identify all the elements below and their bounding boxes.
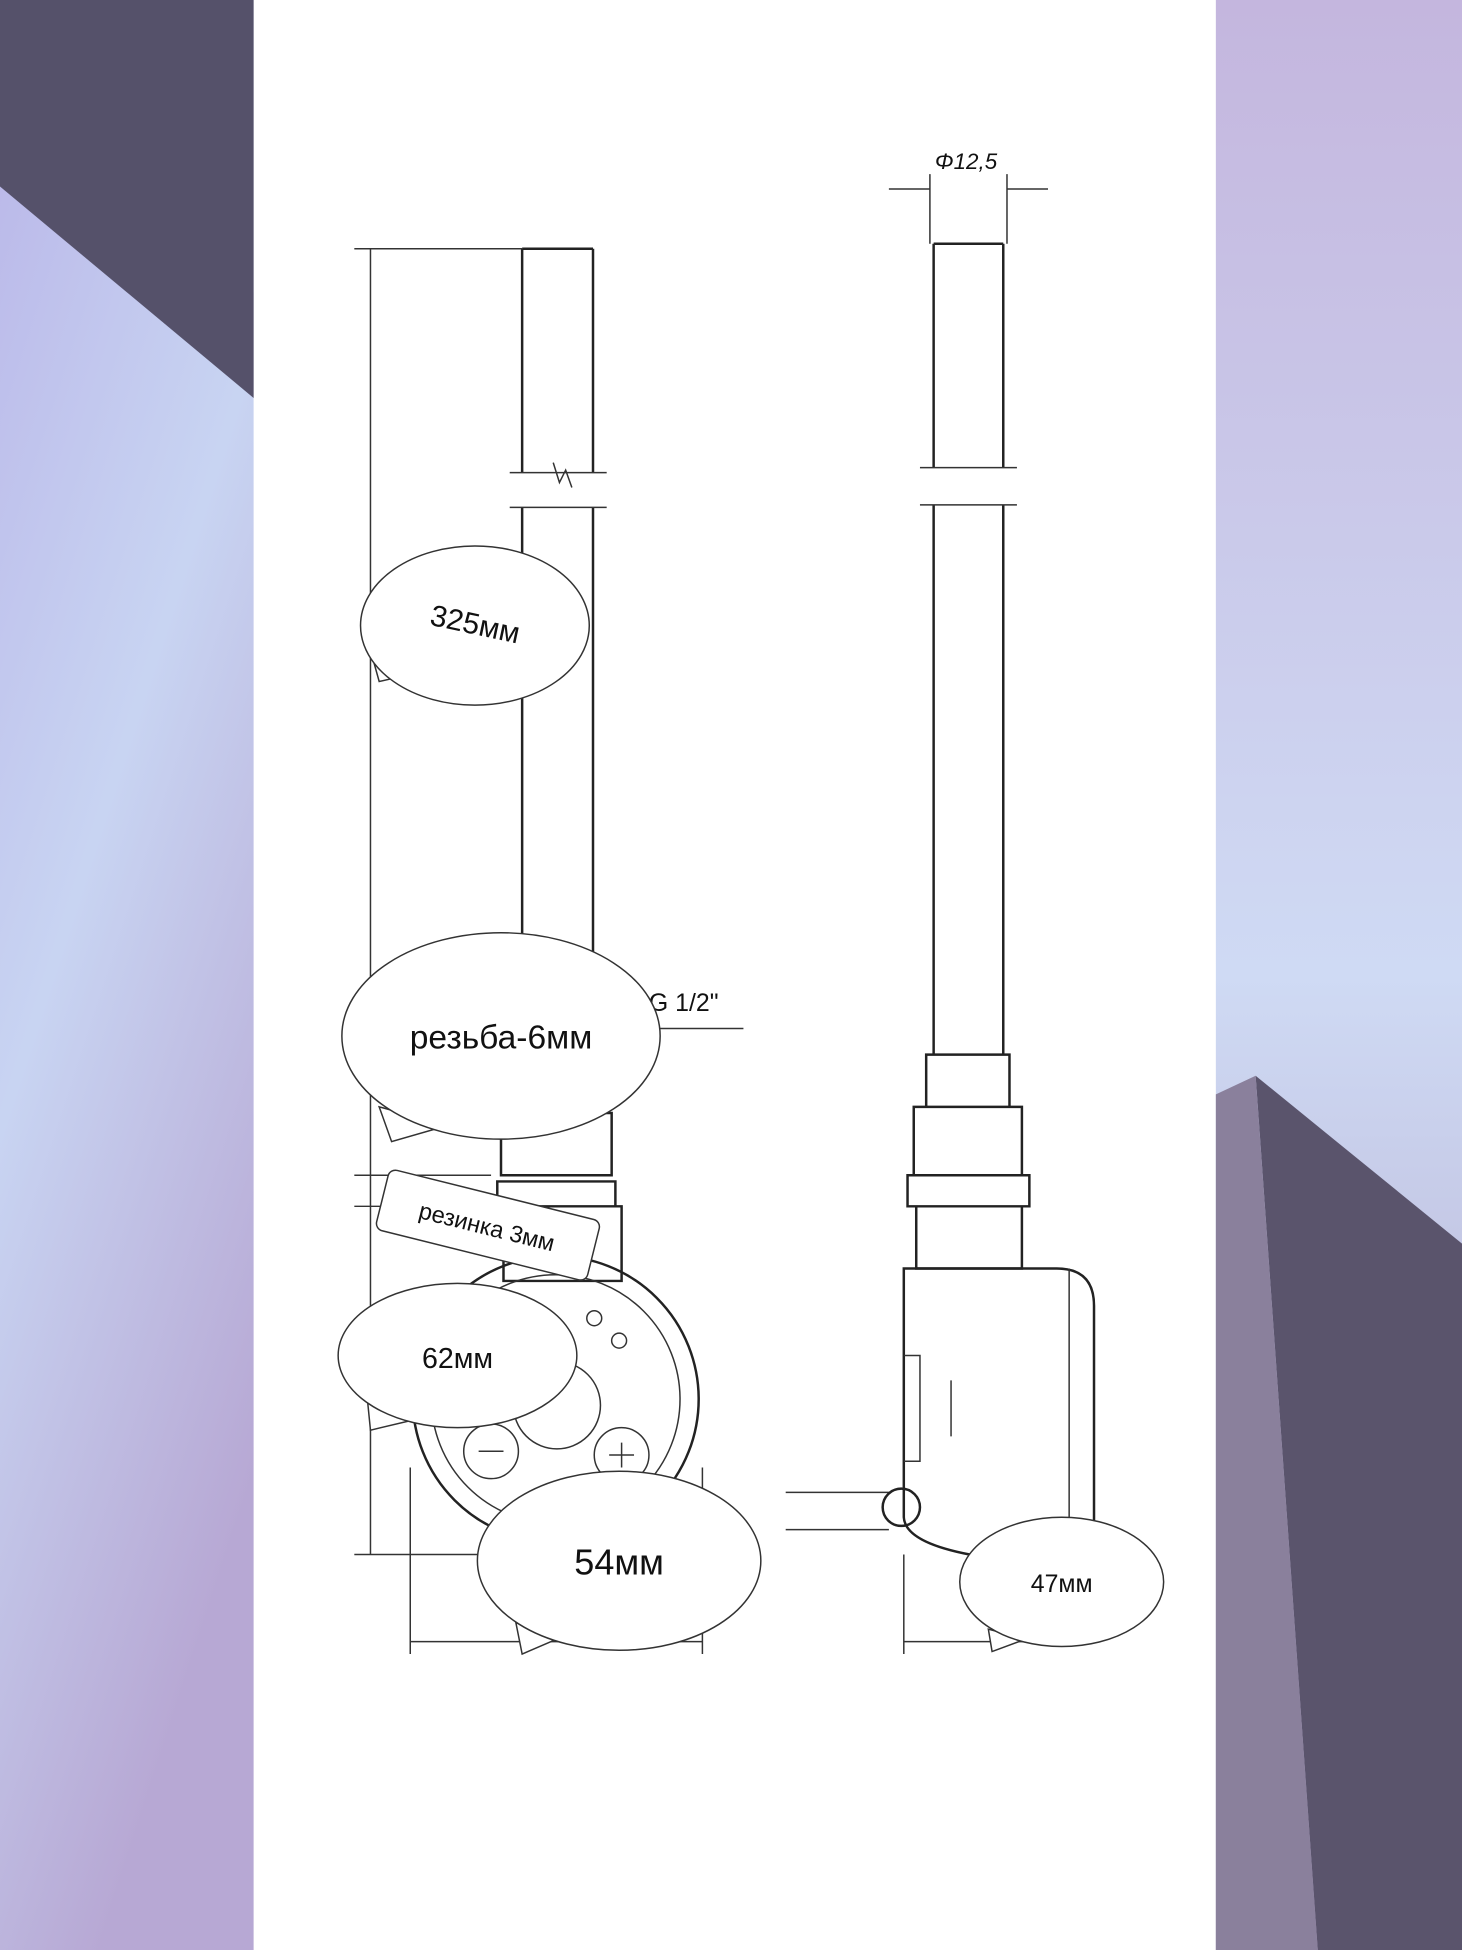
side-view: Φ12,5 xyxy=(785,149,1101,1655)
bubble-width: 54мм xyxy=(476,1470,762,1656)
diameter-label: Φ12,5 xyxy=(935,149,998,174)
svg-text:резьба-6мм: резьба-6мм xyxy=(410,1019,593,1056)
thread-size-label: G 1/2" xyxy=(649,989,719,1017)
bubble-thread: резьба-6мм xyxy=(341,931,661,1143)
bubble-height: 62мм xyxy=(337,1282,578,1432)
svg-text:62мм: 62мм xyxy=(422,1343,493,1375)
svg-text:47мм: 47мм xyxy=(1031,1570,1093,1598)
svg-text:54мм: 54мм xyxy=(574,1541,664,1582)
right-background-panel xyxy=(1215,0,1462,1950)
bubble-depth: 47мм xyxy=(959,1516,1165,1653)
bubble-gasket: резинка 3мм xyxy=(375,1169,601,1281)
bubble-length: 325мм xyxy=(359,545,591,706)
left-background-panel xyxy=(0,0,254,1950)
